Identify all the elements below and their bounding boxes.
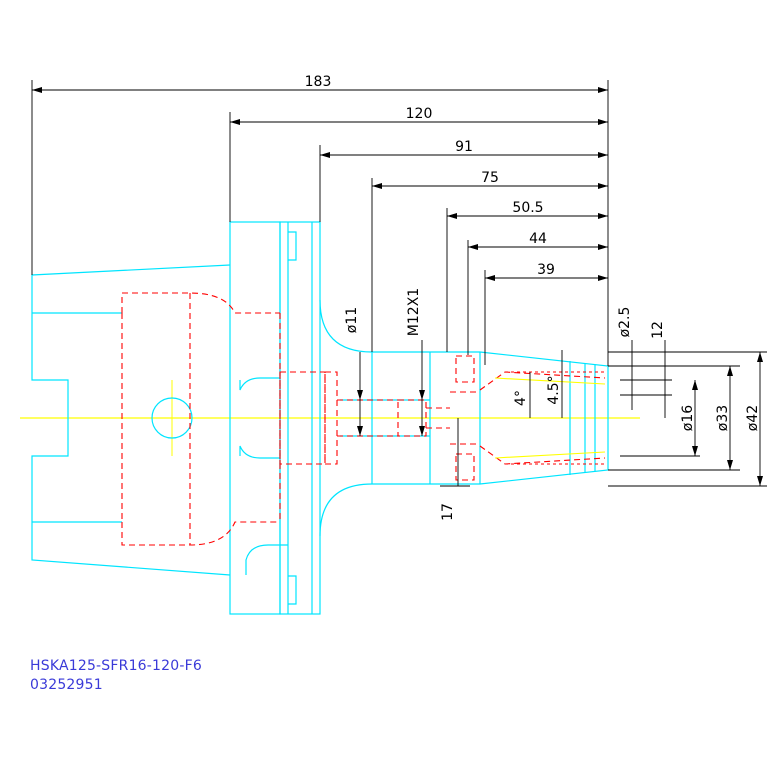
dim-dia-42: ø42 bbox=[745, 405, 761, 431]
part-number: 03252951 bbox=[30, 677, 103, 693]
dimension-labels: 183 120 91 75 50.5 44 39 ø11 M12X1 ø2.5 … bbox=[305, 74, 761, 521]
angle-4-5: 4.5° bbox=[546, 375, 562, 404]
dim-75: 75 bbox=[481, 170, 499, 186]
dim-m12x1: M12X1 bbox=[406, 288, 422, 336]
dim-120: 120 bbox=[406, 106, 433, 122]
dim-183: 183 bbox=[305, 74, 332, 90]
dimension-arrows bbox=[32, 87, 763, 486]
hidden-lines bbox=[121, 292, 480, 546]
holder-outline bbox=[31, 221, 609, 615]
dim-dia-33: ø33 bbox=[715, 405, 731, 431]
dim-dia-16: ø16 bbox=[680, 405, 696, 431]
part-name: HSKA125-SFR16-120-F6 bbox=[30, 658, 202, 674]
angle-4: 4° bbox=[513, 390, 529, 406]
dim-12: 12 bbox=[650, 321, 666, 339]
dim-dia-2-5: ø2.5 bbox=[617, 307, 633, 338]
dim-dia-11: ø11 bbox=[344, 307, 360, 333]
dimension-lines bbox=[31, 80, 767, 487]
dim-91: 91 bbox=[455, 139, 473, 155]
dim-44: 44 bbox=[529, 231, 547, 247]
dim-17: 17 bbox=[440, 503, 456, 521]
dim-39: 39 bbox=[537, 262, 555, 278]
collet bbox=[479, 371, 606, 465]
dim-50-5: 50.5 bbox=[512, 200, 543, 216]
